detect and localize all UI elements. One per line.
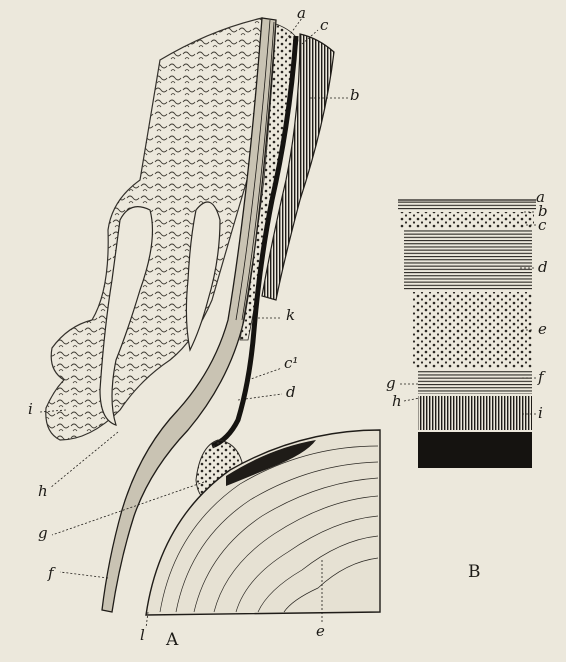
glandular-tissue — [46, 18, 262, 440]
label-a-f: f — [48, 566, 54, 581]
label-a-b: b — [350, 88, 360, 103]
label-b-g: g — [386, 376, 396, 391]
panel-b-caption: B — [468, 564, 481, 581]
layer-b-d — [404, 230, 532, 290]
label-a-d: d — [286, 385, 296, 400]
label-a-k: k — [286, 308, 295, 323]
label-a-e: e — [316, 624, 325, 639]
label-a-c: c — [320, 18, 328, 33]
layer-b-a — [398, 200, 536, 210]
label-b-f: f — [538, 370, 544, 385]
label-a-l: l — [140, 628, 145, 643]
label-a-g: g — [38, 526, 48, 541]
layer-b-e — [412, 292, 532, 368]
label-a-h: h — [38, 484, 48, 499]
label-b-e: e — [538, 322, 547, 337]
label-b-d: d — [538, 260, 548, 275]
panel-b-drawing — [398, 200, 536, 468]
label-b-i: i — [538, 406, 543, 421]
label-a-a: a — [297, 6, 306, 21]
layer-b-pigment — [418, 432, 532, 468]
label-a-i: i — [28, 402, 33, 417]
panel-a-drawing — [40, 18, 380, 628]
label-b-c: c — [538, 218, 546, 233]
layer-b-i — [418, 396, 532, 430]
layer-b-f — [418, 370, 532, 394]
panel-a-caption: A — [166, 632, 178, 649]
label-a-c1: c¹ — [284, 356, 298, 371]
label-b-h: h — [392, 394, 402, 409]
layer-b-c — [400, 212, 534, 228]
